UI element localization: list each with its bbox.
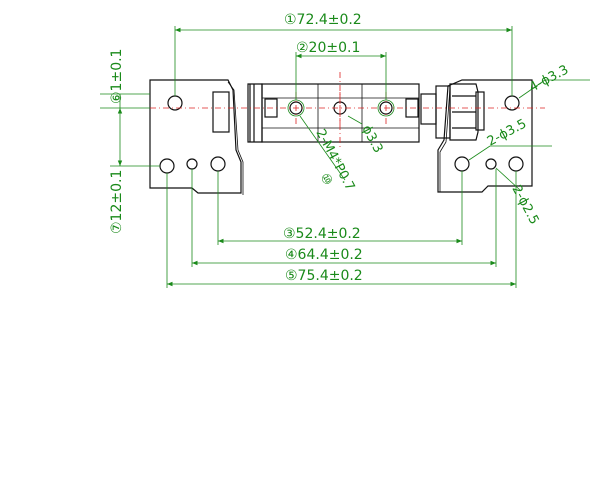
right-hex-nut (449, 83, 479, 141)
small-holes-label: 2-ϕ2.5 (508, 183, 541, 227)
dim-12-label: ⑦12±0.1 (109, 170, 125, 234)
dim-20-label: ②20±0.1 (296, 40, 360, 56)
left-clamp (212, 91, 230, 133)
dim-64-4-label: ④64.4±0.2 (285, 247, 363, 263)
dim-72-4-label: ①72.4±0.2 (284, 12, 362, 28)
left-bottom-hole (159, 158, 175, 174)
mid-holes-label: 2-ϕ3.5 (485, 116, 529, 149)
thread-circle-ten: ⑩ (316, 171, 335, 188)
dim-52-4-label: ③52.4±0.2 (283, 226, 361, 242)
left-small-hole (186, 158, 198, 170)
left-bracket-bend (227, 81, 244, 195)
right-bracket (437, 79, 533, 193)
dimension-lines (100, 26, 590, 288)
dim-1-label: ⑥1±0.1 (109, 49, 125, 104)
right-bracket-bend (439, 87, 451, 192)
hinge-barrel (261, 83, 420, 143)
left-bush (247, 83, 263, 143)
corner-holes-label: 4-ϕ3.3 (527, 62, 571, 95)
right-bottom-hole (508, 156, 524, 172)
left-mid-hole (210, 156, 226, 172)
right-mid-hole (454, 156, 470, 172)
dim-75-4-label: ⑤75.4±0.2 (285, 268, 363, 284)
right-small-hole (485, 158, 497, 170)
left-bracket (149, 79, 242, 194)
thread-callout-label: 2-M4*P0.7 (312, 127, 357, 194)
dimension-labels: ①72.4±0.2 ②20±0.1 ③52.4±0.2 ④64.4±0.2 ⑤7… (109, 12, 571, 284)
